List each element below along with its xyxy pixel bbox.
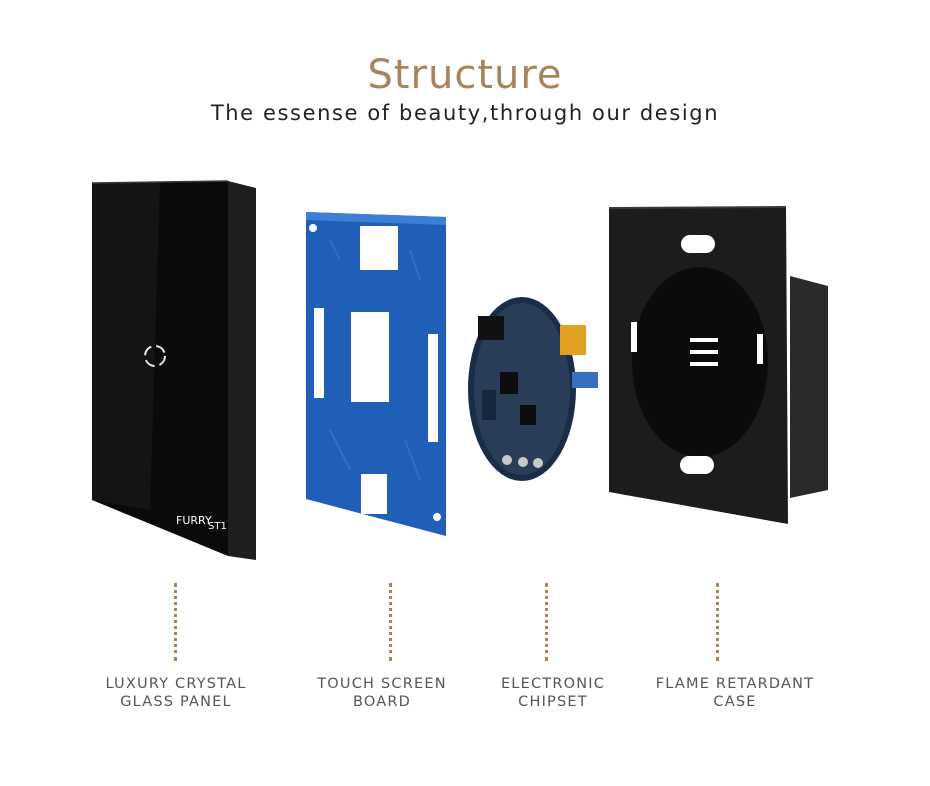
connector-dots-3 bbox=[545, 583, 548, 661]
label-touch-board-line1: TOUCH SCREEN bbox=[317, 676, 447, 692]
connector-dots-2 bbox=[389, 583, 392, 661]
glass-panel-image: FURRY ST1 bbox=[91, 180, 256, 560]
label-chipset-line2: CHIPSET bbox=[518, 694, 588, 710]
brand-model: ST1 bbox=[208, 521, 227, 532]
brand-logo: FURRY bbox=[176, 514, 212, 527]
label-case: FLAME RETARDANT CASE bbox=[635, 675, 835, 711]
touch-board-image bbox=[306, 212, 446, 536]
label-touch-board-line2: BOARD bbox=[352, 694, 411, 710]
connector-dots-1 bbox=[174, 583, 177, 661]
label-case-line2: CASE bbox=[713, 694, 757, 710]
touch-ring-icon bbox=[144, 345, 166, 367]
label-case-line1: FLAME RETARDANT bbox=[655, 676, 815, 692]
case-image bbox=[608, 206, 828, 524]
connector-dots-4 bbox=[716, 583, 719, 661]
label-glass-panel: LUXURY CRYSTAL GLASS PANEL bbox=[76, 675, 276, 711]
page-title: Structure bbox=[367, 52, 563, 98]
label-glass-panel-line1: LUXURY CRYSTAL bbox=[105, 676, 247, 692]
label-chipset-line1: ELECTRONIC bbox=[500, 676, 606, 692]
page-subtitle: The essense of beauty,through our design bbox=[210, 101, 720, 125]
chipset-image bbox=[468, 297, 598, 481]
label-glass-panel-line2: GLASS PANEL bbox=[120, 694, 232, 710]
label-touch-board: TOUCH SCREEN BOARD bbox=[282, 675, 482, 711]
label-chipset: ELECTRONIC CHIPSET bbox=[453, 675, 653, 711]
